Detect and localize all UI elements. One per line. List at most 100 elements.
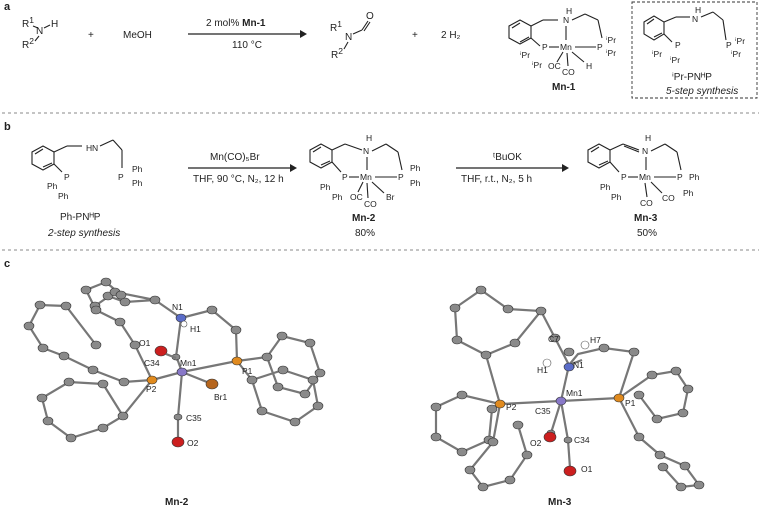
ligand-b-ph-3: Ph <box>132 164 143 174</box>
mn1-co: CO <box>562 67 575 77</box>
mn2-label-p2: P2 <box>146 384 157 394</box>
ligand-a-n: N <box>692 14 698 24</box>
ligand-a-ipr-3: ⁱPr <box>735 36 745 46</box>
mn2-ortep-title: Mn-2 <box>165 497 189 508</box>
mn3-mn: Mn <box>639 172 651 182</box>
ligand-a-p-left: P <box>675 40 681 50</box>
ligand-b-name: Ph-PNᴴP <box>60 212 101 223</box>
mn2-ortep: N1 H1 O1 C34 Mn1 P2 P1 Br1 C35 O2 Mn-2 <box>23 277 326 508</box>
mn3-label-o2: O2 <box>530 438 542 448</box>
mn3-o2-atom <box>543 431 557 443</box>
mn3-n1-atom <box>563 362 575 372</box>
mn3-ortep: C7 H7 N1 H1 Mn1 P2 P1 C35 O2 C34 O1 Mn-3 <box>430 285 705 508</box>
conditions-a-top: 2 mol% Mn-1 <box>206 18 266 29</box>
mn1-p-right: P <box>597 42 603 52</box>
step1-conditions: THF, 90 °C, N₂, 12 h <box>193 174 284 185</box>
mn1-label: Mn-1 <box>552 82 576 93</box>
mn3-ph-1: Ph <box>600 182 611 192</box>
step2-reagent: ᵗBuOK <box>493 152 522 163</box>
ligand-b-ph-4: Ph <box>132 178 143 188</box>
plus-1: + <box>88 30 94 41</box>
mn3-h: H <box>645 133 651 143</box>
mn3-p-right: P <box>677 172 683 182</box>
mn3-p1-atom <box>613 393 625 403</box>
amine-r1: R1 <box>22 15 34 30</box>
mn3-label-p1: P1 <box>625 398 636 408</box>
mn3-yield: 50% <box>637 228 657 239</box>
mn1-structure: H N P Mn P ⁱPr ⁱPr ⁱPr ⁱPr OC CO H Mn-1 <box>508 6 616 93</box>
mn2-label-h1: H1 <box>190 324 201 334</box>
mn3-label-h1: H1 <box>537 365 548 375</box>
mn1-ipr-2: ⁱPr <box>532 60 542 70</box>
mn2-label-c34: C34 <box>144 358 160 368</box>
mn3-label-mn1: Mn1 <box>566 388 583 398</box>
ipr-pnhp-ligand: H N P P ⁱPr ⁱPr ⁱPr ⁱPr ⁱPr-PNᴴP 5-step … <box>643 5 745 97</box>
mn2-mn: Mn <box>360 172 372 182</box>
mn2-h: H <box>366 133 372 143</box>
mn3-label-p2: P2 <box>506 402 517 412</box>
mn3-structure: H N P Mn P Ph Ph Ph Ph CO CO Mn-3 50% <box>587 133 700 239</box>
mn1-n-label: N <box>563 15 569 25</box>
mn3-n: N <box>642 146 648 156</box>
mn3-label-n1: N1 <box>573 360 584 370</box>
mn1-p-left: P <box>542 42 548 52</box>
mn2-p1-atom <box>231 356 243 366</box>
product-n: N <box>345 32 352 43</box>
amine-n: N <box>36 26 43 37</box>
ligand-b-h: H <box>86 143 92 153</box>
mn3-label-c35: C35 <box>535 406 551 416</box>
mn2-label-o2: O2 <box>187 438 199 448</box>
mn2-p2-atom <box>146 375 158 385</box>
panel-label-c: c <box>4 258 10 270</box>
plus-2: + <box>412 30 418 41</box>
mn3-label-c34: C34 <box>574 435 590 445</box>
amine-r2: R2 <box>22 36 34 51</box>
mn2-label-br1: Br1 <box>214 392 228 402</box>
mn1-mn-center: Mn <box>560 42 572 52</box>
mn2-n1-atom <box>175 313 187 323</box>
step1-reagent: Mn(CO)₅Br <box>210 152 260 163</box>
mn3-ortep-title: Mn-3 <box>548 497 572 508</box>
ligand-b-n: N <box>92 143 98 153</box>
mn3-ph-3: Ph <box>689 172 700 182</box>
mn2-ph-4: Ph <box>410 178 421 188</box>
mn2-co: CO <box>364 199 377 209</box>
mn2-label-p1: P1 <box>242 366 253 376</box>
mn2-oc: OC <box>350 192 363 202</box>
mn3-p-left: P <box>621 172 627 182</box>
methanol: MeOH <box>123 30 152 41</box>
ligand-box <box>631 1 758 99</box>
mn2-label-mn1: Mn1 <box>180 358 197 368</box>
mn2-p-left: P <box>342 172 348 182</box>
ligand-b-p-right: P <box>118 172 124 182</box>
amine-reactant: R1 N H R2 <box>22 15 58 51</box>
mn1-ipr-4: ⁱPr <box>606 48 616 58</box>
mn3-p2-atom <box>494 399 506 409</box>
mn1-oc: OC <box>548 61 561 71</box>
mn3-c7-atom <box>563 347 575 357</box>
step2-conditions: THF, r.t., N₂, 5 h <box>461 174 532 185</box>
mn2-mn1-atom <box>176 367 188 377</box>
mn2-ph-2: Ph <box>332 192 343 202</box>
product-o: O <box>366 11 374 22</box>
ligand-b-ph-2: Ph <box>58 191 69 201</box>
mn2-ph-1: Ph <box>320 182 331 192</box>
mn3-label-c7: C7 <box>548 334 559 344</box>
mn2-p-right: P <box>398 172 404 182</box>
mn2-ph-3: Ph <box>410 163 421 173</box>
ligand-b-note: 2-step synthesis <box>47 228 120 239</box>
mn1-ipr-3: ⁱPr <box>606 35 616 45</box>
mn1-ipr-1: ⁱPr <box>520 50 530 60</box>
ligand-a-ipr-2: ⁱPr <box>670 55 680 65</box>
mn2-br1-atom <box>205 378 219 390</box>
ligand-a-ipr-1: ⁱPr <box>652 49 662 59</box>
mn2-label-o1: O1 <box>139 338 151 348</box>
ligand-b-p-left: P <box>64 172 70 182</box>
ligand-b-ph-1: Ph <box>47 181 58 191</box>
mn3-o1-atom <box>563 465 577 477</box>
mn3-ph-2: Ph <box>611 192 622 202</box>
mn3-mn1-atom <box>555 396 567 406</box>
mn2-label-n1: N1 <box>172 302 183 312</box>
ligand-a-note: 5-step synthesis <box>666 86 738 97</box>
